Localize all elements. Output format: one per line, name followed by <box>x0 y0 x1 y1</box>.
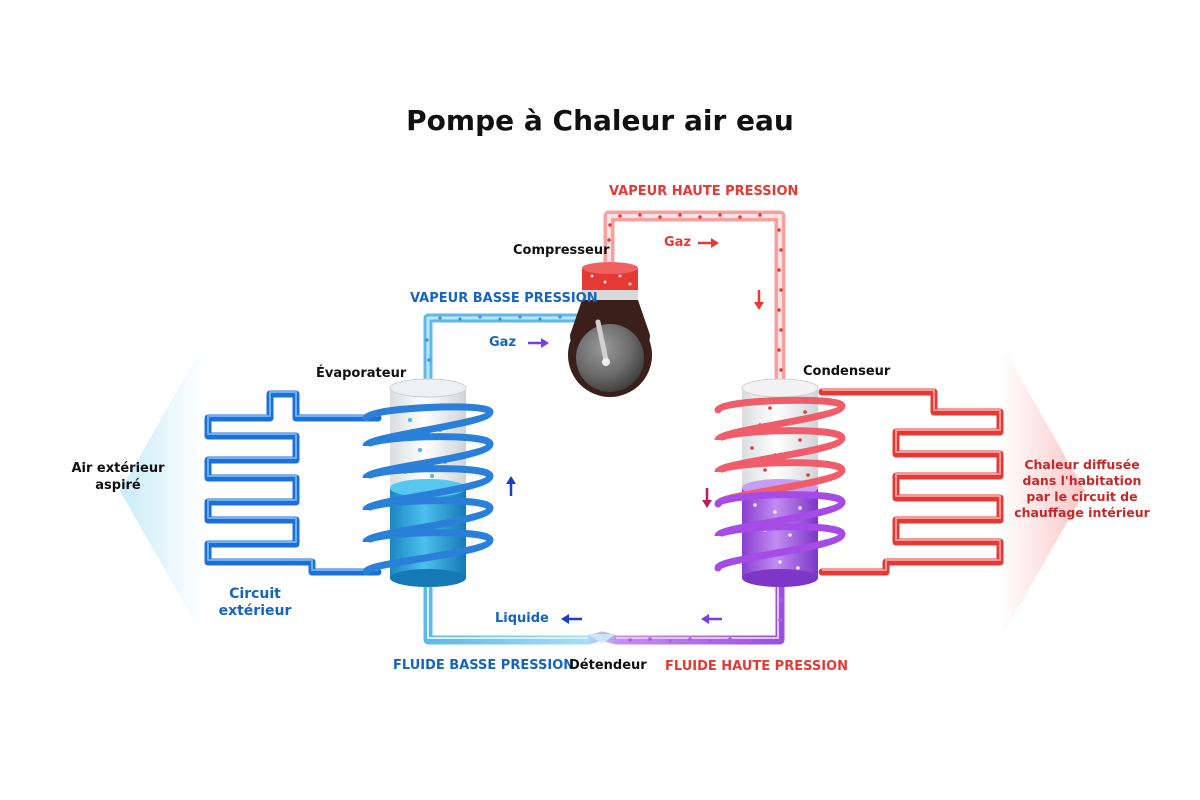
label-condenseur: Condenseur <box>803 364 891 379</box>
compressor <box>568 262 652 397</box>
liquid-line-pipe <box>423 578 785 645</box>
condenser <box>714 378 846 587</box>
label-evaporateur: Évaporateur <box>316 366 407 381</box>
arrow-bottom-right <box>701 614 722 624</box>
indoor-heating-coil <box>818 388 1004 576</box>
arrow-up-left <box>506 476 516 496</box>
low-pressure-particles <box>425 315 562 382</box>
label-chaleur-diffusee: Chaleur diffusée dans l'habitation par l… <box>1014 457 1150 520</box>
label-air-exterieur: Air extérieur aspiré <box>71 461 165 493</box>
high-pressure-particles <box>607 213 783 372</box>
label-compresseur: Compresseur <box>513 243 610 258</box>
heat-output-arrow <box>1000 342 1085 640</box>
arrow-down-right <box>754 290 764 310</box>
label-liquide: Liquide <box>495 611 549 626</box>
arrow-down-condenser <box>702 488 712 508</box>
label-fluide-basse-pression: FLUIDE BASSE PRESSION <box>393 658 575 673</box>
label-detendeur: Détendeur <box>569 658 647 673</box>
label-vapeur-haute-pression: VAPEUR HAUTE PRESSION <box>609 184 799 199</box>
outdoor-circuit-coil <box>204 390 382 576</box>
arrow-gaz-left <box>528 338 549 348</box>
arrow-liquide <box>561 614 582 624</box>
label-vapeur-basse-pression: VAPEUR BASSE PRESSION <box>410 291 598 306</box>
evaporator <box>362 378 494 587</box>
label-gaz-top: Gaz <box>664 235 692 250</box>
label-fluide-haute-pression: FLUIDE HAUTE PRESSION <box>665 659 848 674</box>
label-gaz-left: Gaz <box>489 335 517 350</box>
diagram-title: Pompe à Chaleur air eau <box>406 104 794 137</box>
label-circuit-exterieur: Circuit extérieur <box>218 586 292 619</box>
expansion-valve <box>588 634 616 644</box>
liquid-particles <box>628 598 783 643</box>
arrow-gaz-top <box>698 238 719 248</box>
outside-air-arrow <box>120 342 205 640</box>
